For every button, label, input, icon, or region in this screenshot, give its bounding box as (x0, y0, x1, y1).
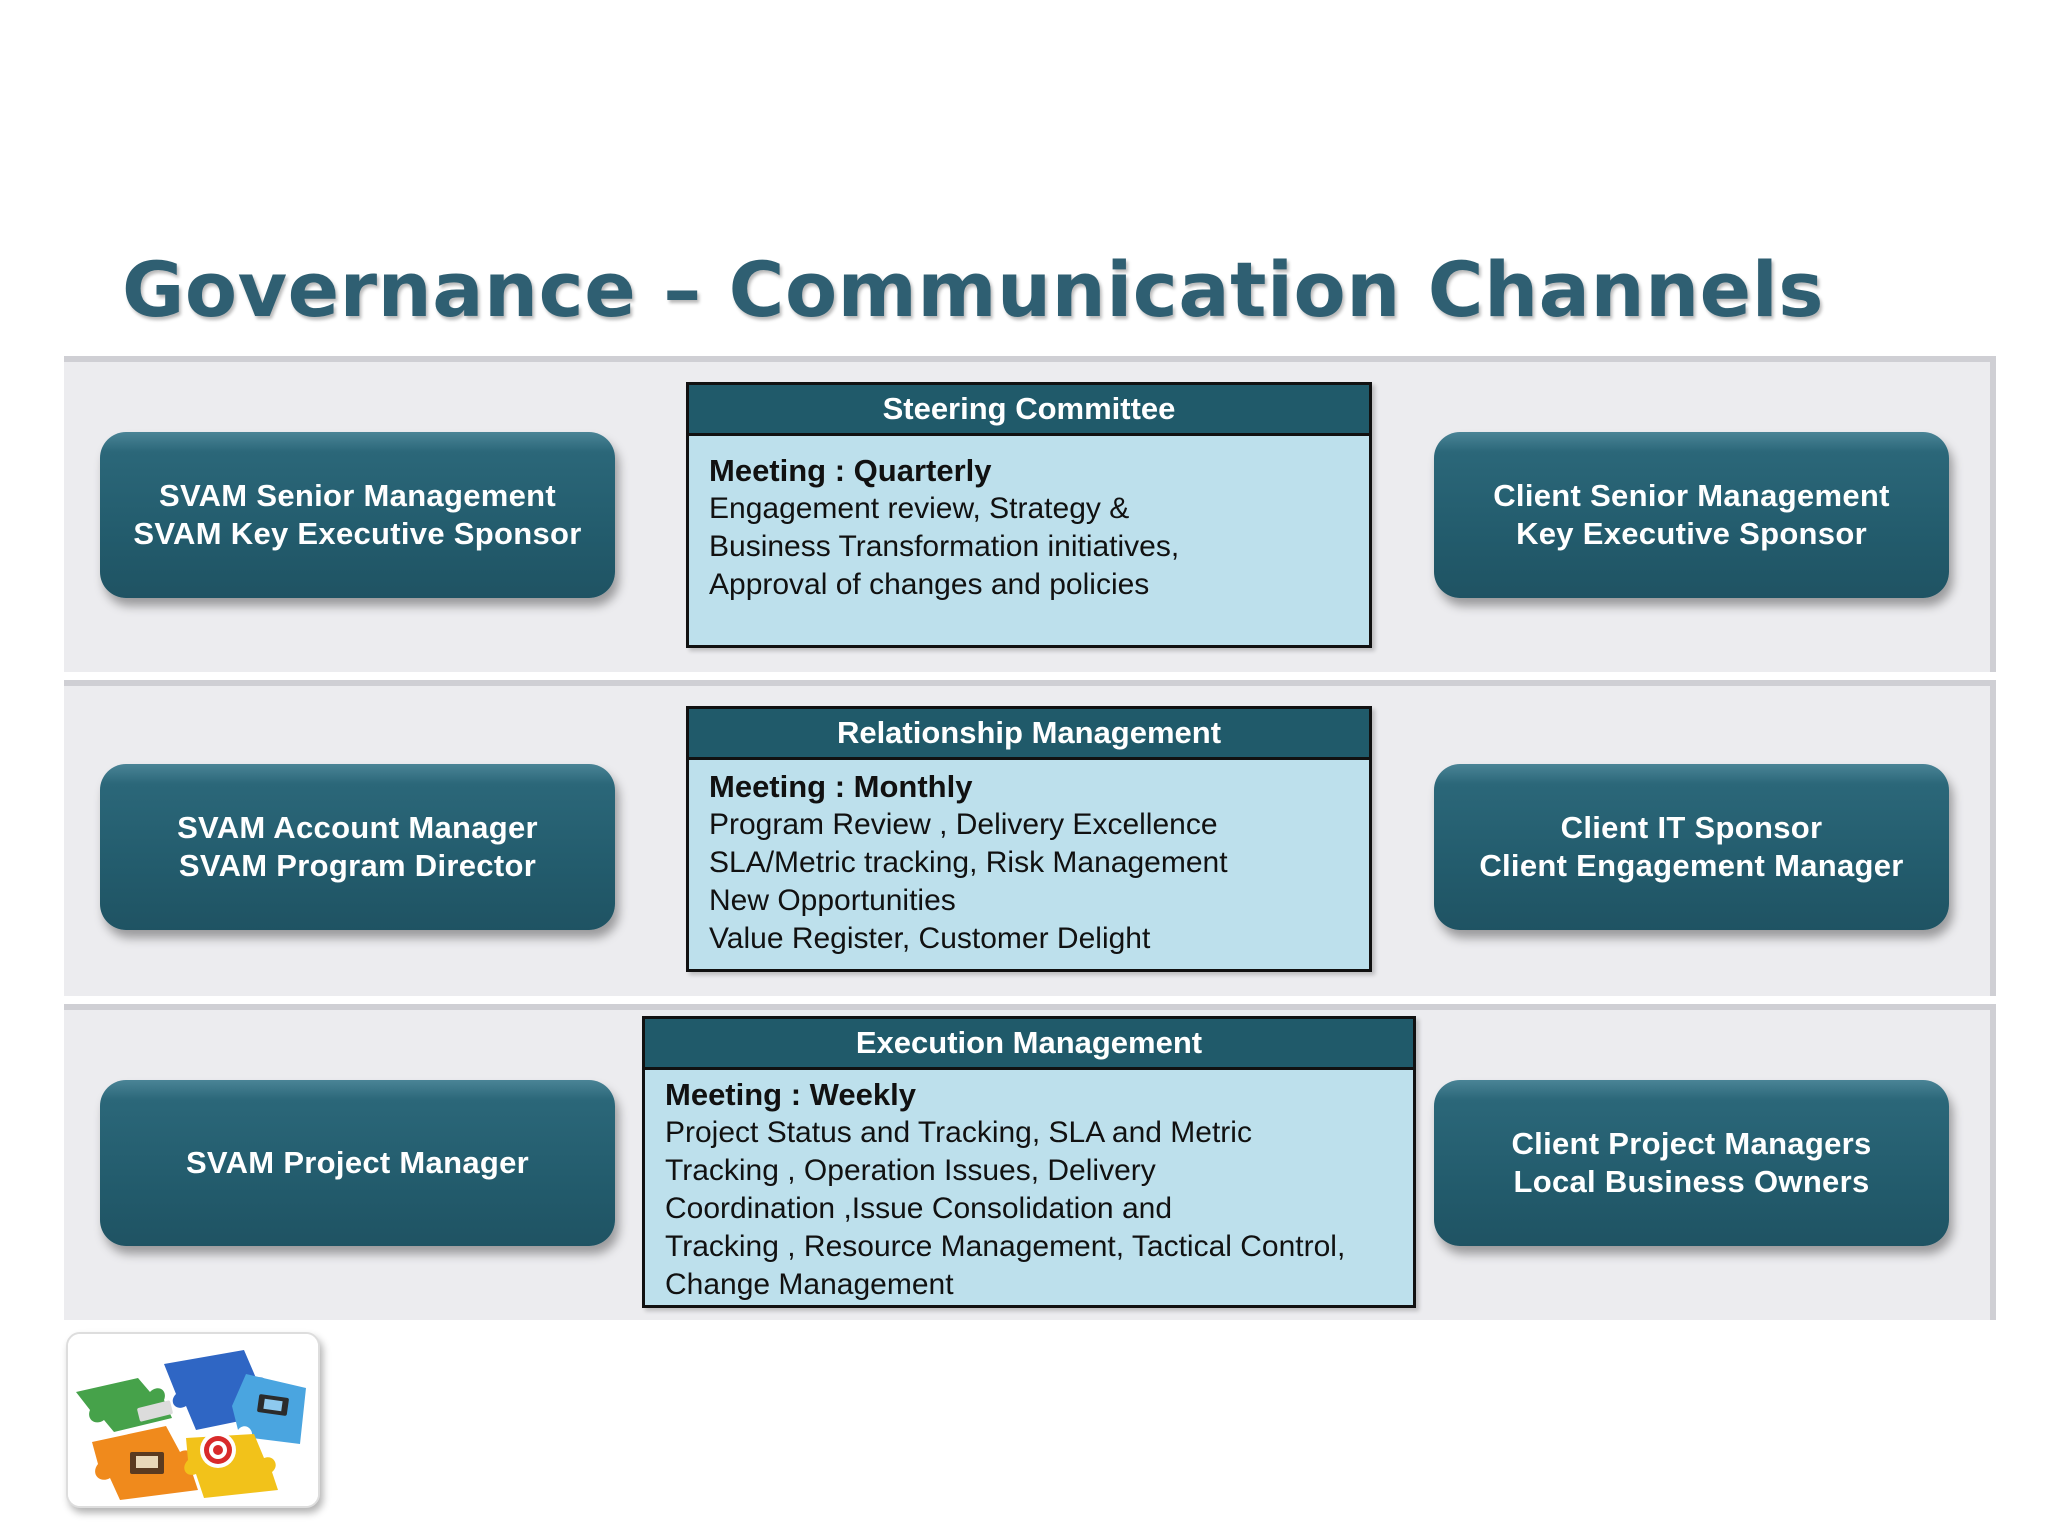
meeting-frequency: Meeting : Quarterly (709, 453, 992, 488)
meeting-description-line: Business Transformation initiatives, (709, 530, 1180, 563)
svam-role-box-relationship: SVAM Account Manager SVAM Program Direct… (100, 764, 615, 930)
meeting-body: Meeting : Weekly Project Status and Trac… (645, 1070, 1413, 1304)
meeting-description-line: Program Review , Delivery Excellence (709, 808, 1218, 841)
meeting-body: Meeting : Quarterly Engagement review, S… (689, 436, 1369, 604)
svam-role-box-execution: SVAM Project Manager (100, 1080, 615, 1246)
meeting-description-line: Engagement review, Strategy & (709, 492, 1130, 525)
svam-role-label: SVAM Project Manager (185, 1145, 530, 1180)
meeting-box-steering: Steering Committee Meeting : Quarterly E… (686, 382, 1372, 648)
meeting-description-line: Approval of changes and policies (709, 568, 1150, 601)
client-role-box-execution: Client Project Managers Local Business O… (1434, 1080, 1949, 1246)
client-role-box-relationship: Client IT Sponsor Client Engagement Mana… (1434, 764, 1949, 930)
meeting-description-line: SLA/Metric tracking, Risk Management (709, 846, 1228, 879)
meeting-description-line: Coordination ,Issue Consolidation and (665, 1192, 1172, 1225)
meeting-description-line: Value Register, Customer Delight (709, 922, 1151, 955)
meeting-description-line: Change Management (665, 1268, 954, 1301)
meeting-frequency: Meeting : Weekly (665, 1077, 916, 1112)
svam-role-label: SVAM Account Manager (177, 810, 538, 845)
meeting-header: Relationship Management (689, 709, 1369, 760)
page-title: Governance – Communication Channels (122, 245, 1825, 334)
meeting-description-line: Tracking , Operation Issues, Delivery (665, 1154, 1156, 1187)
client-role-label: Client Project Managers (1511, 1126, 1872, 1161)
meeting-box-execution: Execution Management Meeting : Weekly Pr… (642, 1016, 1416, 1308)
meeting-description-line: Tracking , Resource Management, Tactical… (665, 1230, 1346, 1263)
meeting-box-relationship: Relationship Management Meeting : Monthl… (686, 706, 1372, 972)
client-role-label: Client Senior Management (1493, 478, 1890, 513)
client-role-label: Key Executive Sponsor (1516, 516, 1867, 551)
svam-role-label: SVAM Senior Management (158, 478, 557, 513)
meeting-body: Meeting : Monthly Program Review , Deliv… (689, 760, 1369, 958)
svam-role-label: SVAM Key Executive Sponsor (133, 516, 582, 551)
puzzle-pieces-icon (66, 1332, 320, 1508)
svam-role-box-steering: SVAM Senior Management SVAM Key Executiv… (100, 432, 615, 598)
meeting-description-line: Project Status and Tracking, SLA and Met… (665, 1116, 1252, 1149)
svam-role-label: SVAM Program Director (178, 848, 537, 883)
client-role-label: Client IT Sponsor (1560, 810, 1823, 845)
meeting-header: Execution Management (645, 1019, 1413, 1070)
client-role-label: Client Engagement Manager (1479, 848, 1904, 883)
meeting-description-line: New Opportunities (709, 884, 956, 917)
meeting-header: Steering Committee (689, 385, 1369, 436)
client-role-label: Local Business Owners (1513, 1164, 1870, 1199)
client-role-box-steering: Client Senior Management Key Executive S… (1434, 432, 1949, 598)
meeting-frequency: Meeting : Monthly (709, 769, 973, 804)
